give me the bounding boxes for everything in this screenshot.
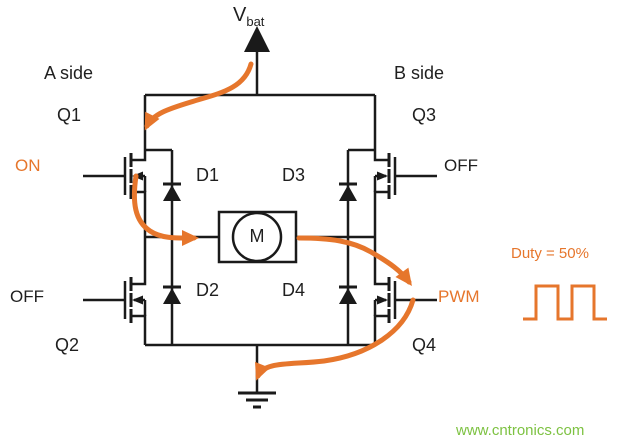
watermark: www.cntronics.com — [456, 422, 585, 439]
motor-label: M — [249, 226, 265, 246]
diode-d1 — [161, 182, 183, 203]
diode-d2 — [161, 285, 183, 306]
d4-label: D4 — [282, 280, 306, 300]
motor-symbol — [217, 210, 298, 264]
q4-state-label: PWM — [438, 287, 480, 306]
duty-cycle-label: Duty = 50% — [511, 245, 589, 262]
q2-state-label: OFF — [10, 287, 44, 306]
q1-state-label: ON — [15, 156, 41, 175]
mosfet-q3 — [373, 134, 439, 218]
ground-symbol — [238, 391, 276, 409]
vbat-sub: bat — [246, 14, 265, 29]
pwm-waveform-icon — [523, 284, 607, 321]
mosfet-q4 — [373, 258, 439, 342]
d3-label: D3 — [282, 165, 306, 185]
current-flow-path — [131, 61, 416, 381]
q4-label: Q4 — [412, 335, 437, 355]
d2-label: D2 — [196, 280, 220, 300]
b-side-label: B side — [394, 63, 445, 83]
vbat-arrow-icon — [244, 26, 270, 52]
vbat-main: V — [233, 4, 247, 26]
diode-d3 — [337, 182, 359, 203]
diode-d4 — [337, 285, 359, 306]
q3-label: Q3 — [412, 105, 437, 125]
d1-label: D1 — [196, 165, 220, 185]
vbat-label: Vbat — [233, 4, 264, 29]
q2-label: Q2 — [55, 335, 80, 355]
q3-state-label: OFF — [444, 156, 478, 175]
mosfet-q2 — [81, 258, 147, 342]
q1-label: Q1 — [57, 105, 82, 125]
a-side-label: A side — [44, 63, 94, 83]
